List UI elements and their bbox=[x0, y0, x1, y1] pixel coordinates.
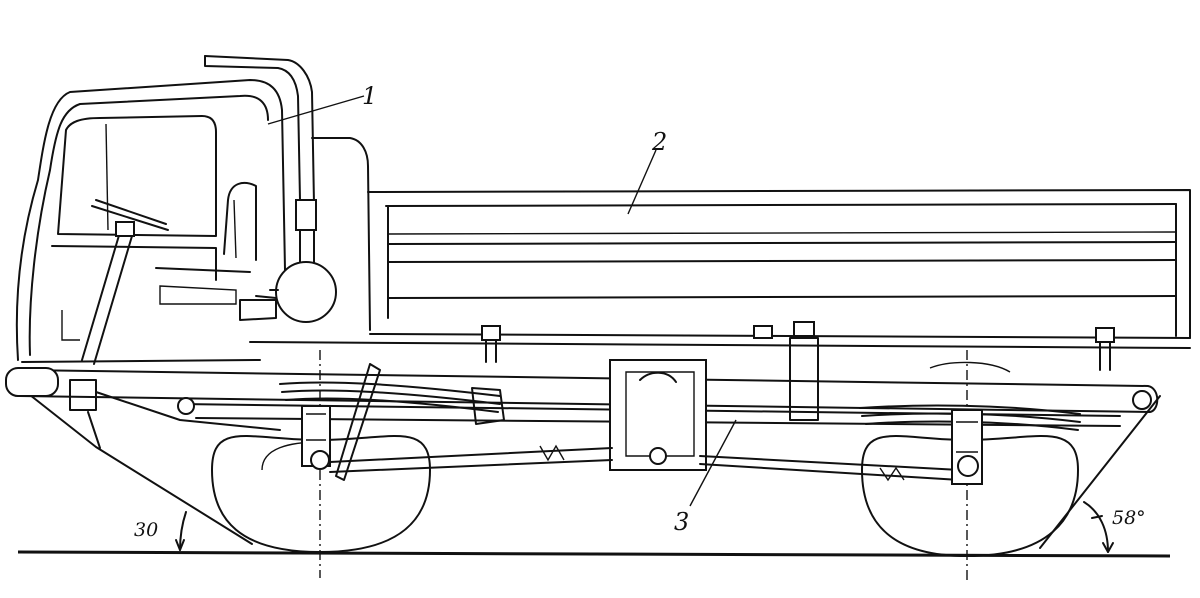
callout-label-cargo-body: 2 bbox=[651, 128, 667, 156]
front-suspension bbox=[279, 363, 505, 481]
driveshafts bbox=[329, 444, 961, 482]
front-angle-indicator bbox=[175, 511, 187, 551]
chassis-frame bbox=[6, 359, 1159, 471]
callout-label-cab: 1 bbox=[362, 82, 377, 110]
cab bbox=[15, 79, 286, 363]
frame-fittings bbox=[481, 321, 1115, 421]
rear-wheel bbox=[861, 361, 1079, 557]
rear-angle-label: 58° bbox=[1112, 507, 1146, 529]
front-angle-label: 30 bbox=[134, 519, 158, 541]
rear-suspension bbox=[859, 390, 1152, 485]
callout-label-frame: 3 bbox=[674, 508, 689, 536]
air-intake-pipe bbox=[204, 55, 317, 263]
callout-leader-2 bbox=[627, 149, 657, 215]
rear-departure-line bbox=[1039, 395, 1161, 549]
rear-angle-indicator bbox=[1083, 501, 1114, 553]
front-bumper bbox=[5, 367, 281, 449]
cargo-body bbox=[249, 189, 1191, 349]
callout-leader-1 bbox=[267, 95, 365, 125]
engine-compartment bbox=[159, 137, 371, 331]
steering-wheel bbox=[81, 199, 169, 365]
callout-leader-3 bbox=[689, 419, 737, 507]
